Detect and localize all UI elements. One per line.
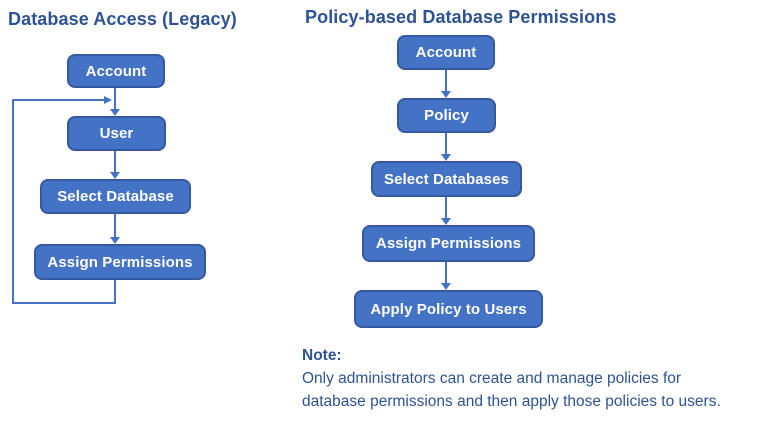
policy-connector-account-policy-line xyxy=(445,70,447,91)
legacy-connector-selectdb-assign-arrowhead-icon xyxy=(110,237,120,244)
legacy-diagram-title: Database Access (Legacy) xyxy=(8,9,237,29)
legacy-node-select-database: Select Database xyxy=(40,179,191,214)
policy-connector-policy-selectdbs-arrowhead-icon xyxy=(441,154,451,161)
policy-diagram-title: Policy-based Database Permissions xyxy=(305,7,617,27)
note-body-line-1: Only administrators can create and manag… xyxy=(302,370,682,387)
legacy-connector-user-selectdb-line xyxy=(114,151,116,172)
legacy-node-account: Account xyxy=(67,54,165,88)
legacy-loop-arrowhead-icon xyxy=(104,95,112,104)
policy-node-policy: Policy xyxy=(397,98,496,133)
note-heading: Note: xyxy=(302,347,342,364)
legacy-node-user: User xyxy=(67,116,166,151)
note-block: Note: Only administrators can create and… xyxy=(302,344,766,413)
legacy-connector-account-user-line xyxy=(114,88,116,109)
legacy-connector-account-user-arrowhead-icon xyxy=(110,109,120,116)
note-body-line-2: database permissions and then apply thos… xyxy=(302,393,721,410)
policy-node-account: Account xyxy=(397,35,495,70)
policy-connector-assign-apply-line xyxy=(445,262,447,283)
policy-connector-assign-apply-arrowhead-icon xyxy=(441,283,451,290)
legacy-connector-selectdb-assign-line xyxy=(114,214,116,237)
legacy-loop-bottom-segment xyxy=(12,302,116,304)
policy-connector-policy-selectdbs-line xyxy=(445,133,447,154)
legacy-node-assign-permissions: Assign Permissions xyxy=(34,244,206,280)
policy-connector-selectdbs-assign-arrowhead-icon xyxy=(441,218,451,225)
legacy-loop-down-segment xyxy=(114,280,116,304)
policy-node-select-databases: Select Databases xyxy=(371,161,522,197)
policy-connector-selectdbs-assign-line xyxy=(445,197,447,218)
policy-node-apply-policy-to-users: Apply Policy to Users xyxy=(354,290,543,328)
legacy-connector-user-selectdb-arrowhead-icon xyxy=(110,172,120,179)
policy-connector-account-policy-arrowhead-icon xyxy=(441,91,451,98)
legacy-loop-left-segment xyxy=(12,99,14,304)
policy-node-assign-permissions: Assign Permissions xyxy=(362,225,535,262)
legacy-loop-top-segment xyxy=(12,99,104,101)
